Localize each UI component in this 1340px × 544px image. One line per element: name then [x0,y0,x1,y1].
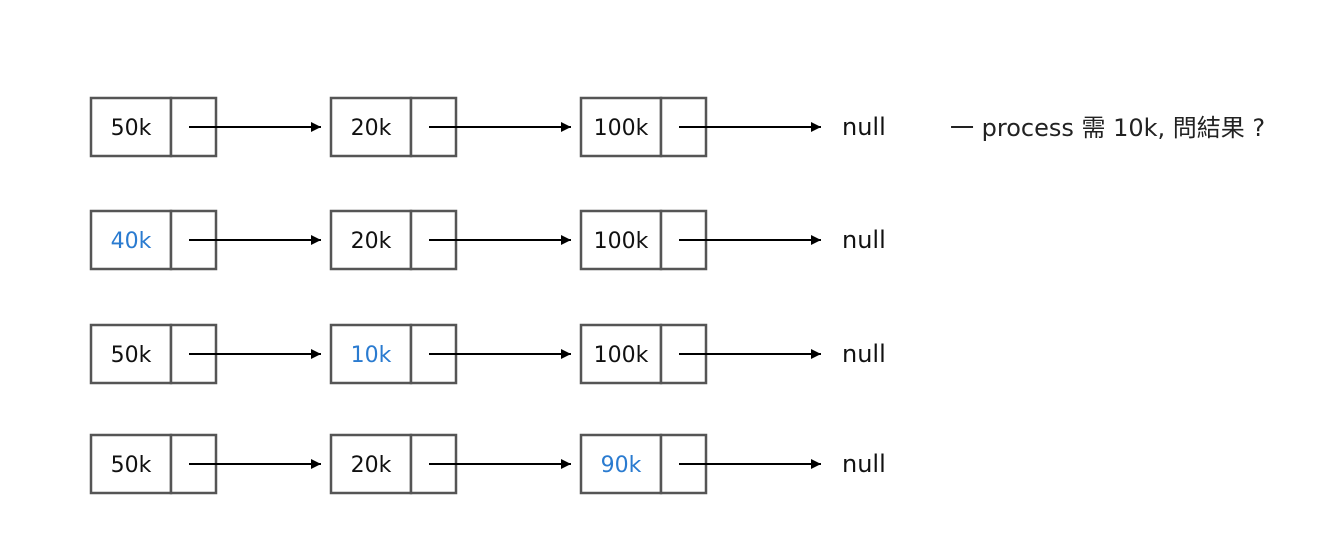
question-text: 一 process 需 10k, 問結果 ? [950,114,1266,142]
node-value-label: 20k [351,229,392,254]
node-value-label: 100k [594,229,649,254]
node-value-cell [329,433,413,495]
list-node: 50k [89,433,218,495]
node-value-cell [89,433,173,495]
list-node: 50k [89,96,218,158]
node-value-label: 50k [111,116,152,141]
node-value-cell [329,323,413,385]
list-node: 20k [329,96,458,158]
null-terminator: null [842,226,886,254]
node-value-label: 40k [111,229,152,254]
node-value-label: 100k [594,343,649,368]
node-value-label: 50k [111,453,152,478]
node-value-cell [89,96,173,158]
node-value-label: 90k [601,453,642,478]
null-terminator: null [842,450,886,478]
row-first-fit: 40k 20k 100k null [89,209,886,271]
node-value-cell [329,96,413,158]
row-worst-fit: 50k 20k 90k null [89,433,886,495]
node-value-label: 100k [594,116,649,141]
node-value-cell [579,323,663,385]
node-value-cell [89,209,173,271]
row-original: 50k 20k 100k null [89,96,886,158]
null-terminator: null [842,340,886,368]
node-value-label: 20k [351,453,392,478]
node-value-cell [579,209,663,271]
null-terminator: null [842,113,886,141]
node-value-label: 10k [351,343,392,368]
node-value-cell [89,323,173,385]
node-value-label: 50k [111,343,152,368]
node-value-cell [329,209,413,271]
node-value-cell [579,433,663,495]
row-best-fit: 50k 10k 100k null [89,323,886,385]
list-node: 100k [579,96,708,158]
node-value-label: 20k [351,116,392,141]
